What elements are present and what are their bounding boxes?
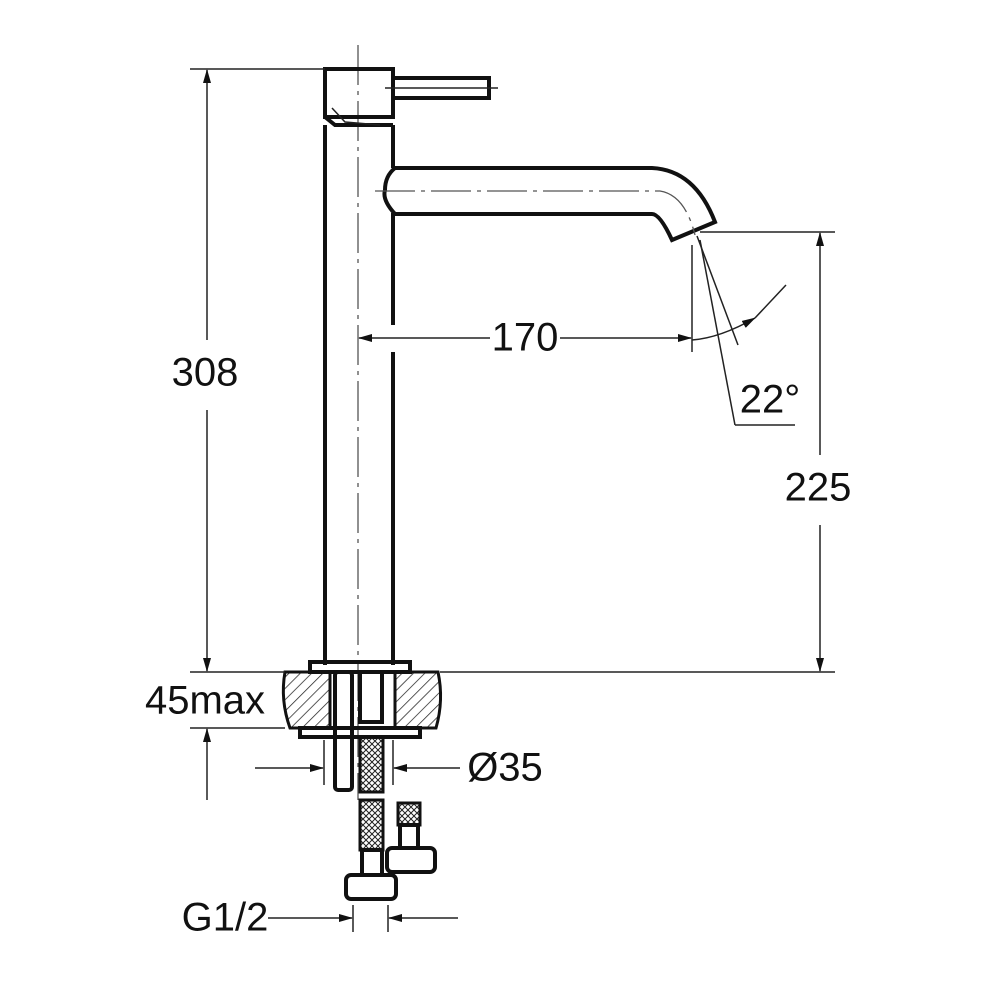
supply-hoses <box>344 735 437 901</box>
dimension-spout-height: 225 <box>440 231 852 673</box>
dimension-overall-height: 308 <box>172 68 325 673</box>
dimension-spout-angle: 22° <box>691 235 801 426</box>
counter-section <box>281 660 443 792</box>
dimension-hole-diameter: Ø35 <box>255 740 543 790</box>
spout <box>375 166 718 243</box>
dimension-spout-reach: 170 <box>358 245 693 360</box>
label-22-degrees: 22° <box>740 378 801 422</box>
dimension-counter-thickness: 45max <box>145 679 285 800</box>
label-308: 308 <box>172 351 239 395</box>
label-170: 170 <box>492 316 559 360</box>
lever-handle <box>385 76 498 100</box>
label-g1-2: G1/2 <box>182 896 269 940</box>
label-225: 225 <box>785 466 852 510</box>
dimension-connection-thread: G1/2 <box>182 896 458 940</box>
label-45max: 45max <box>145 679 265 723</box>
faucet-body <box>323 67 395 665</box>
label-diameter-35: Ø35 <box>467 746 543 790</box>
